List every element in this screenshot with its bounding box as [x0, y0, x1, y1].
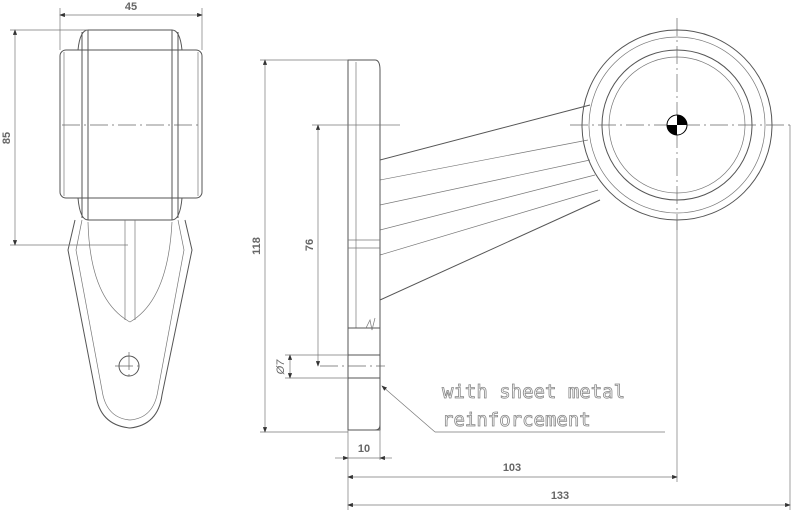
front-view	[10, 8, 203, 429]
dimension-hole-diameter: Ø7	[275, 359, 287, 376]
note-line-1: with sheet metal	[442, 381, 625, 403]
dimension-plate-height: 118	[251, 237, 263, 255]
center-mark-icon	[666, 114, 688, 136]
dimension-width-front: 45	[125, 1, 137, 13]
dimension-height-front: 85	[1, 132, 13, 144]
dimension-hole-spacing: 76	[304, 239, 316, 251]
dimension-plate-thickness: 10	[358, 443, 370, 455]
side-view	[260, 18, 791, 510]
dimension-lamp-offset: 103	[503, 462, 521, 474]
note-line-2: reinforcement	[442, 409, 591, 431]
dimension-overall-length: 133	[551, 490, 569, 502]
